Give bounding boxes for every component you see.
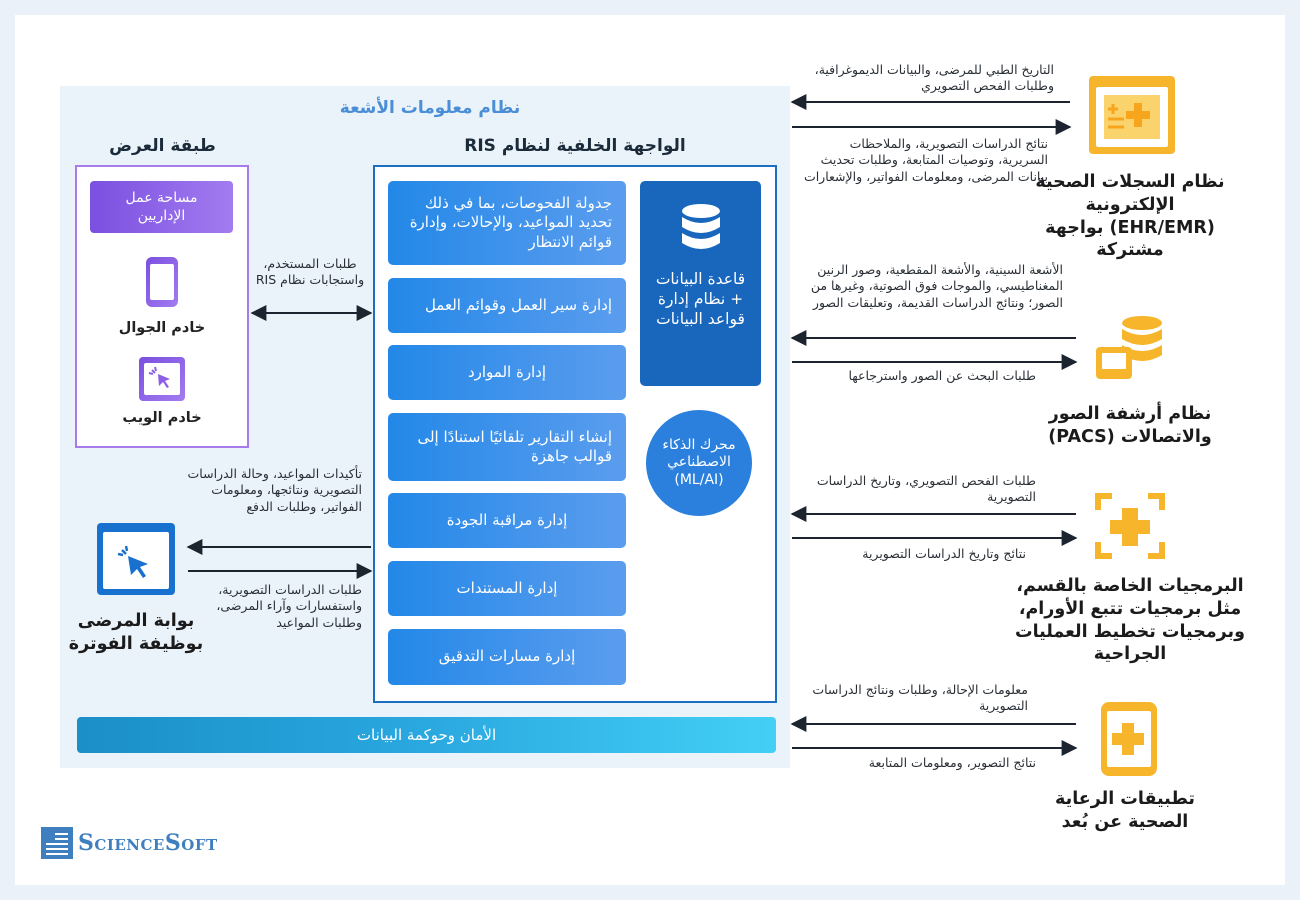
department-to-ris-text: طلبات الفحص التصويري، وتاريخ الدراسات ال… xyxy=(816,473,1036,505)
module-quality: إدارة مراقبة الجودة xyxy=(388,493,626,548)
module-documents: إدارة المستندات xyxy=(388,561,626,616)
ai-engine-label: محرك الذكاء الاصطناعي (ML/AI) xyxy=(662,436,736,488)
department-from-ris-text: نتائج وتاريخ الدراسات التصويرية xyxy=(862,546,1026,561)
sciencesoft-logo-text: ScienceSoft xyxy=(78,830,218,856)
ehr-icon xyxy=(1088,75,1176,155)
database-label: قاعدة البيانات + نظام إدارة قواعد البيان… xyxy=(655,270,746,329)
module-resources: إدارة الموارد xyxy=(388,345,626,400)
pacs-icon xyxy=(1094,315,1166,387)
admin-workspace: مساحة عمل الإداريين xyxy=(90,181,233,233)
backend-title: الواجهة الخلفية لنظام RIS xyxy=(464,136,686,156)
database-box: قاعدة البيانات + نظام إدارة قواعد البيان… xyxy=(640,181,761,386)
web-icon xyxy=(138,356,186,402)
patient-portal-name: بوابة المرضى بوظيفة الفوترة xyxy=(68,611,204,654)
telehealth-name: تطبيقات الرعاية الصحية عن بُعد xyxy=(1055,789,1195,832)
ehr-to-ris-text: التاريخ الطبي للمرضى، والبيانات الديموغر… xyxy=(814,62,1054,94)
mobile-server-label: خادم الجوال xyxy=(118,320,206,336)
patient-portal-out-text: تأكيدات المواعيد، وحالة الدراسات التصوير… xyxy=(187,466,362,514)
sciencesoft-logo: ScienceSoft xyxy=(40,825,230,861)
module-workflow: إدارة سير العمل وقوائم العمل xyxy=(388,278,626,333)
ehr-name: نظام السجلات الصحية الإلكترونية (EHR/EMR… xyxy=(1035,172,1225,261)
module-reporting: إنشاء التقارير تلقائيًا استنادًا إلى قوا… xyxy=(388,413,626,481)
database-icon xyxy=(680,203,722,255)
telehealth-icon xyxy=(1100,701,1158,777)
department-icon xyxy=(1094,492,1166,560)
user-requests-label: طلبات المستخدم، واستجابات نظام RIS xyxy=(255,256,365,288)
patient-portal-in-text: طلبات الدراسات التصويرية، واستفسارات وآر… xyxy=(216,582,362,630)
presentation-layer-title: طبقة العرض xyxy=(109,136,216,156)
pacs-to-ris-text: الأشعة السينية، والأشعة المقطعية، وصور ا… xyxy=(810,262,1063,310)
pacs-name: نظام أرشفة الصور والاتصالات (PACS) xyxy=(1048,404,1212,447)
mobile-icon xyxy=(145,256,179,308)
ehr-from-ris-text: نتائج الدراسات التصويرية، والملاحظات الس… xyxy=(803,136,1048,184)
module-audit: إدارة مسارات التدقيق xyxy=(388,629,626,685)
module-scheduling: جدولة الفحوصات، بما في ذلك تحديد المواعي… xyxy=(388,181,626,265)
web-server-label: خادم الويب xyxy=(122,410,202,426)
pacs-from-ris-text: طلبات البحث عن الصور واسترجاعها xyxy=(848,368,1036,383)
security-bar: الأمان وحوكمة البيانات xyxy=(77,717,776,753)
ai-engine: محرك الذكاء الاصطناعي (ML/AI) xyxy=(646,410,752,516)
department-name: البرمجيات الخاصة بالقسم، مثل برمجيات تتب… xyxy=(1014,576,1245,665)
ris-title: نظام معلومات الأشعة xyxy=(339,98,521,118)
telehealth-from-ris-text: نتائج التصوير، ومعلومات المتابعة xyxy=(868,755,1036,770)
patient-portal-icon xyxy=(96,522,176,596)
telehealth-to-ris-text: معلومات الإحالة، وطلبات ونتائج الدراسات … xyxy=(812,682,1028,714)
sciencesoft-logo-mark xyxy=(41,827,73,859)
